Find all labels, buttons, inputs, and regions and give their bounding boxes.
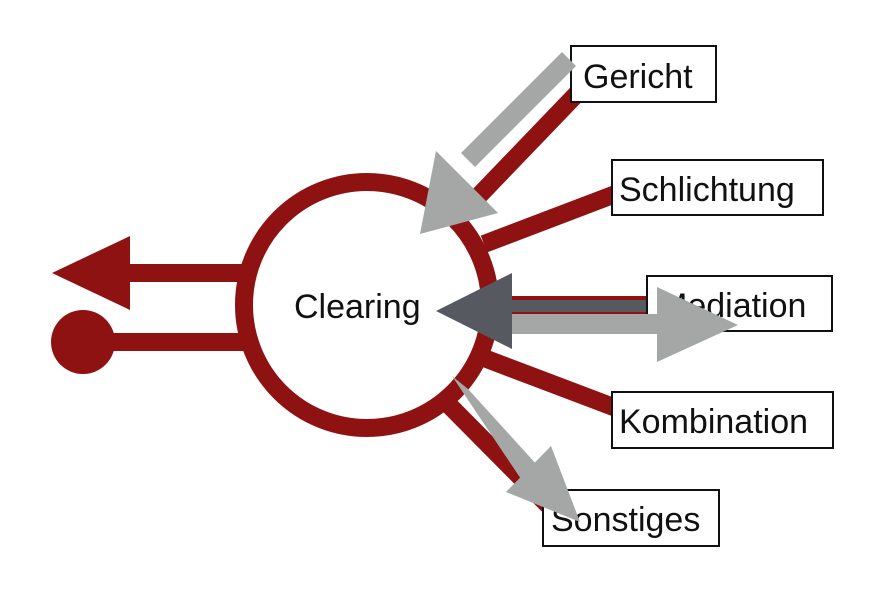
sonstiges-arrow-head-icon: [506, 446, 580, 522]
mediation-outflow-shaft: [507, 314, 662, 334]
mediation-outflow-head-icon: [657, 287, 738, 362]
node-box-kombination: [611, 391, 834, 449]
gericht-arrow-head-icon: [420, 151, 498, 234]
sonstiges-arrow-shaft: [452, 376, 537, 479]
node-label-kombination: Kombination: [619, 403, 808, 441]
clearing-label: Clearing: [294, 288, 421, 326]
connector-schlichtung: [480, 184, 622, 253]
mediation-inflow-shaft: [506, 300, 646, 312]
node-schlichtung: Schlichtung: [611, 159, 824, 216]
mediation-outflow-arrow: [507, 287, 738, 362]
node-label-gericht: Gericht: [583, 58, 693, 96]
node-mediation: Mediation: [646, 275, 833, 332]
node-label-schlichtung: Schlichtung: [619, 171, 795, 209]
sonstiges-outflow-arrow: [452, 376, 580, 522]
mediation-inflow-head-icon: [436, 273, 512, 349]
mediation-inflow-arrow: [436, 273, 646, 349]
left-arrow-head-icon: [52, 236, 130, 310]
connector-kombination: [480, 349, 620, 417]
node-box-schlichtung: [611, 159, 824, 216]
gericht-inflow-arrow: [420, 52, 576, 234]
node-box-gericht: [570, 45, 717, 103]
node-gericht: Gericht: [570, 45, 717, 103]
left-dot-icon: [51, 310, 115, 374]
node-kombination: Kombination: [611, 391, 834, 449]
gericht-arrow-shaft: [461, 52, 576, 167]
